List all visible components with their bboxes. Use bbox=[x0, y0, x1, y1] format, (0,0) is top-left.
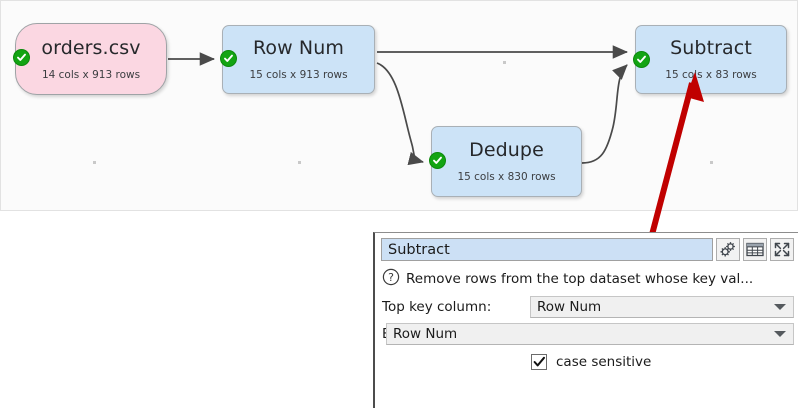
grid-dot bbox=[710, 161, 713, 164]
flow-node-dedupe[interactable]: Dedupe 15 cols x 830 rows bbox=[431, 126, 582, 197]
edge-rownum-to-dedupe bbox=[376, 62, 424, 166]
node-title: orders.csv bbox=[41, 36, 141, 59]
flow-node-row-num[interactable]: Row Num 15 cols x 913 rows bbox=[222, 25, 375, 94]
top-key-column-dropdown[interactable]: Row Num bbox=[530, 296, 794, 318]
node-subtitle: 15 cols x 913 rows bbox=[249, 69, 348, 81]
case-sensitive-label: case sensitive bbox=[556, 354, 652, 370]
question-mark-icon[interactable]: ? bbox=[382, 268, 400, 290]
top-key-column-label: Top key column: bbox=[382, 299, 492, 315]
settings-gears-icon[interactable] bbox=[716, 238, 740, 261]
check-circle-icon bbox=[220, 50, 237, 67]
node-subtitle: 15 cols x 83 rows bbox=[665, 69, 757, 81]
edge-dedupe-to-subtract bbox=[581, 64, 628, 164]
panel-title-row: Subtract bbox=[375, 233, 798, 265]
grid-dot bbox=[503, 61, 506, 64]
flow-node-orders-csv[interactable]: orders.csv 14 cols x 913 rows bbox=[15, 23, 167, 95]
node-title: Dedupe bbox=[469, 139, 544, 161]
svg-text:?: ? bbox=[388, 271, 394, 284]
grid-dot bbox=[298, 161, 301, 164]
check-circle-icon bbox=[13, 49, 30, 66]
panel-help-text: Remove rows from the top dataset whose k… bbox=[406, 271, 754, 287]
check-circle-icon bbox=[429, 152, 446, 169]
flow-node-subtract[interactable]: Subtract 15 cols x 83 rows bbox=[635, 25, 787, 94]
checkmark-icon bbox=[533, 356, 545, 367]
expand-arrows-icon[interactable] bbox=[770, 238, 794, 261]
case-sensitive-checkbox[interactable] bbox=[531, 354, 547, 370]
node-subtitle: 15 cols x 830 rows bbox=[457, 171, 556, 183]
top-key-column-value: Row Num bbox=[537, 299, 602, 315]
bottom-key-column-value: Row Num bbox=[393, 326, 458, 342]
properties-panel: Subtract bbox=[373, 232, 798, 408]
form-row-bottom-key-column: Bottom key column: Row Num bbox=[375, 322, 798, 346]
case-sensitive-row: case sensitive bbox=[375, 354, 798, 370]
table-grid-icon[interactable] bbox=[743, 238, 767, 261]
form-row-top-key-column: Top key column: Row Num bbox=[375, 295, 798, 319]
check-circle-icon bbox=[633, 51, 650, 68]
node-title: Row Num bbox=[252, 37, 344, 59]
flow-canvas[interactable]: orders.csv 14 cols x 913 rows Row Num 15… bbox=[0, 0, 798, 211]
chevron-down-icon bbox=[774, 304, 786, 310]
item-name-input[interactable]: Subtract bbox=[381, 238, 713, 261]
bottom-key-column-dropdown[interactable]: Row Num bbox=[386, 323, 794, 345]
node-subtitle: 14 cols x 913 rows bbox=[41, 68, 141, 81]
chevron-down-icon bbox=[774, 331, 786, 337]
grid-dot bbox=[93, 161, 96, 164]
panel-help-row: ? Remove rows from the top dataset whose… bbox=[375, 265, 798, 292]
node-title: Subtract bbox=[670, 37, 752, 59]
